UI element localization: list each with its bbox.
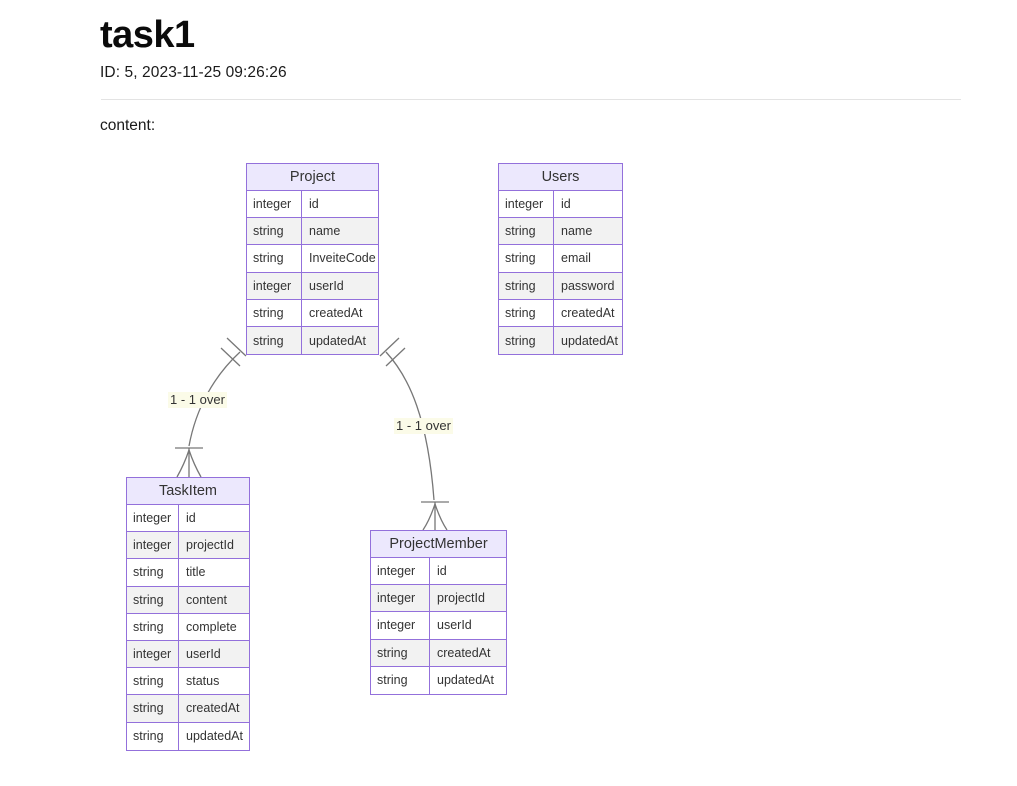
attribute-name: id	[186, 511, 196, 526]
attribute-name: InveiteCode	[309, 251, 376, 266]
attribute-name: createdAt	[437, 645, 491, 660]
page-subtitle-meta: ID: 5, 2023-11-25 09:26:26	[100, 63, 287, 81]
content-label: content:	[100, 116, 156, 134]
relationship-label-project-projectmember: 1 - 1 over	[394, 418, 453, 435]
attribute-type: string	[127, 722, 179, 750]
entity-users[interactable]: Users integer id string name string emai…	[498, 163, 623, 356]
attribute-type: string	[247, 326, 302, 355]
attribute-row: string email	[499, 245, 622, 273]
attribute-row: string status	[127, 668, 249, 696]
attribute-type: integer	[371, 585, 430, 612]
attribute-type: string	[499, 245, 554, 272]
attribute-name: updatedAt	[309, 333, 366, 348]
attribute-type: string	[247, 245, 302, 272]
attribute-name: updatedAt	[561, 333, 618, 348]
attribute-name: id	[561, 197, 571, 212]
attribute-row: string InveiteCode	[247, 245, 378, 273]
attribute-name: createdAt	[309, 305, 363, 320]
attribute-row: string updatedAt	[127, 722, 249, 750]
page-title: task1	[100, 14, 195, 56]
attribute-type: string	[127, 668, 179, 695]
cardinality-exactly-one-project-taskitem	[220, 337, 247, 367]
attribute-row: integer projectId	[371, 585, 506, 613]
header-divider	[101, 98, 961, 100]
attribute-row: integer userId	[371, 612, 506, 640]
entity-title-taskitem: TaskItem	[127, 478, 249, 505]
attribute-name: content	[186, 592, 228, 607]
attribute-type: string	[499, 326, 554, 355]
attribute-type: integer	[371, 612, 430, 639]
attribute-row: integer id	[499, 191, 622, 219]
attribute-name: name	[309, 224, 341, 239]
attribute-type: string	[371, 639, 430, 666]
attribute-row: integer id	[127, 505, 249, 533]
attribute-name: userId	[186, 647, 221, 662]
attribute-name: createdAt	[561, 305, 615, 320]
attribute-name: userId	[437, 618, 472, 633]
attribute-name: id	[309, 197, 319, 212]
attribute-row: string content	[127, 586, 249, 614]
entity-title-users: Users	[499, 164, 622, 191]
attribute-row: string updatedAt	[499, 326, 622, 355]
attribute-row: string complete	[127, 613, 249, 641]
attribute-type: integer	[499, 191, 554, 218]
relationship-line-project-taskitem	[188, 351, 241, 447]
attribute-row: string password	[499, 272, 622, 300]
attribute-row: string createdAt	[499, 299, 622, 327]
attribute-type: string	[371, 666, 430, 694]
attribute-name: updatedAt	[186, 729, 243, 744]
attribute-type: string	[127, 586, 179, 613]
attribute-name: status	[186, 674, 220, 689]
attribute-row: integer userId	[247, 272, 378, 300]
attribute-row: integer id	[247, 191, 378, 219]
attribute-type: string	[499, 299, 554, 326]
attribute-name: title	[186, 565, 206, 580]
attribute-type: integer	[127, 532, 179, 559]
attribute-row: string updatedAt	[247, 326, 378, 355]
attribute-type: string	[127, 695, 179, 722]
attribute-name: projectId	[437, 591, 485, 606]
attribute-row: string updatedAt	[371, 666, 506, 694]
entity-taskitem[interactable]: TaskItem integer id integer projectId st…	[126, 477, 250, 751]
entity-project[interactable]: Project integer id string name string In…	[246, 163, 379, 356]
attribute-name: email	[561, 251, 591, 266]
attribute-row: integer userId	[127, 640, 249, 669]
entity-projectmember[interactable]: ProjectMember integer id integer project…	[370, 530, 507, 695]
attribute-type: string	[499, 218, 554, 245]
attribute-type: integer	[247, 272, 302, 299]
attribute-name: password	[561, 278, 615, 293]
attribute-type: integer	[247, 191, 302, 218]
entity-title-project: Project	[247, 164, 378, 191]
attribute-row: string title	[127, 559, 249, 587]
attribute-row: integer id	[371, 558, 506, 586]
attribute-name: userId	[309, 278, 344, 293]
attribute-name: createdAt	[186, 701, 240, 716]
attribute-type: string	[127, 559, 179, 586]
attribute-type: string	[247, 218, 302, 245]
relationship-label-project-taskitem: 1 - 1 over	[168, 392, 227, 409]
cardinality-exactly-one-project-projectmember	[379, 337, 406, 367]
attribute-type: integer	[371, 558, 430, 585]
attribute-row: string createdAt	[371, 639, 506, 667]
entity-title-projectmember: ProjectMember	[371, 531, 506, 558]
attribute-type: string	[127, 613, 179, 640]
attribute-type: string	[499, 272, 554, 299]
attribute-row: integer projectId	[127, 532, 249, 560]
relationship-line-project-projectmember	[385, 351, 435, 501]
attribute-name: complete	[186, 619, 237, 634]
cardinality-one-or-many-projectmember	[421, 501, 449, 531]
attribute-name: name	[561, 224, 593, 239]
attribute-type: string	[247, 299, 302, 326]
attribute-row: string name	[247, 218, 378, 246]
attribute-name: id	[437, 564, 447, 579]
attribute-type: integer	[127, 640, 179, 668]
attribute-row: string name	[499, 218, 622, 246]
attribute-name: projectId	[186, 538, 234, 553]
cardinality-one-or-many-taskitem	[175, 447, 203, 478]
attribute-name: updatedAt	[437, 673, 494, 688]
attribute-type: integer	[127, 505, 179, 532]
attribute-row: string createdAt	[247, 299, 378, 327]
attribute-row: string createdAt	[127, 695, 249, 723]
page-header: task1 ID: 5, 2023-11-25 09:26:26 content…	[100, 0, 962, 135]
